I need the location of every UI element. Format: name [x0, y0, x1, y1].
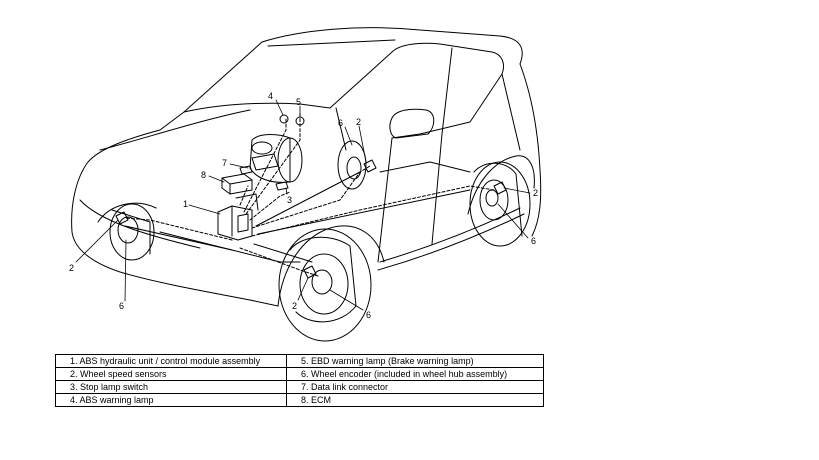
- callout-2-front-left: 2: [69, 263, 74, 273]
- legend-item-2: 2. Wheel speed sensors: [55, 367, 287, 381]
- legend-item-1: 1. ABS hydraulic unit / control module a…: [55, 354, 287, 368]
- legend-row: 3. Stop lamp switch 7. Data link connect…: [55, 380, 544, 394]
- component-legend-table: 1. ABS hydraulic unit / control module a…: [55, 354, 544, 407]
- callout-2-rear-right: 2: [533, 188, 538, 198]
- callout-6-front-right: 6: [366, 310, 371, 320]
- legend-row: 2. Wheel speed sensors 6. Wheel encoder …: [55, 367, 544, 381]
- abs-hydraulic-unit: [217, 193, 259, 241]
- wheel-speed-sensor-rl: [363, 159, 377, 173]
- callout-6-rear-left: 6: [338, 118, 343, 128]
- callout-2-rear-left: 2: [356, 117, 361, 127]
- rear-left-wheel: [337, 140, 367, 190]
- callout-1: 1: [183, 199, 188, 209]
- stop-lamp-switch: [275, 181, 289, 191]
- ecm-box: [221, 173, 253, 195]
- brake-lines: [124, 161, 471, 263]
- legend-row: 4. ABS warning lamp 8. ECM: [55, 393, 544, 407]
- legend-row: 1. ABS hydraulic unit / control module a…: [55, 354, 544, 368]
- wheel-speed-sensor-rr: [493, 181, 507, 195]
- legend-item-5: 5. EBD warning lamp (Brake warning lamp): [286, 354, 544, 368]
- abs-warning-lamp: [279, 114, 289, 124]
- callout-leaders: [75, 99, 531, 311]
- legend-item-8: 8. ECM: [286, 393, 544, 407]
- callout-6-rear-right: 6: [531, 236, 536, 246]
- rear-right-wheel: [469, 161, 531, 247]
- callout-numbers: 1 4 5 7 8 3 6 2 2 6 2 6 2 6: [69, 91, 538, 320]
- brake-master-cylinder-booster: [249, 134, 303, 183]
- callout-7: 7: [222, 158, 227, 168]
- legend-item-4: 4. ABS warning lamp: [55, 393, 287, 407]
- front-right-wheel: [278, 228, 372, 342]
- callout-5: 5: [296, 97, 301, 107]
- front-left-wheel: [109, 203, 155, 261]
- vehicle-body-outline: [71, 27, 542, 307]
- legend-item-6: 6. Wheel encoder (included in wheel hub …: [286, 367, 544, 381]
- data-link-connector: [239, 165, 253, 175]
- wheel-speed-sensor-fr: [303, 265, 317, 279]
- callout-2-front-right: 2: [292, 301, 297, 311]
- callout-6-front-left: 6: [119, 301, 124, 311]
- legend-item-3: 3. Stop lamp switch: [55, 380, 287, 394]
- abs-wiring-harness: [124, 111, 495, 277]
- wheel-speed-sensor-fl: [115, 211, 129, 225]
- callout-4: 4: [268, 91, 273, 101]
- legend-item-7: 7. Data link connector: [286, 380, 544, 394]
- callout-8: 8: [201, 170, 206, 180]
- callout-3: 3: [287, 195, 292, 205]
